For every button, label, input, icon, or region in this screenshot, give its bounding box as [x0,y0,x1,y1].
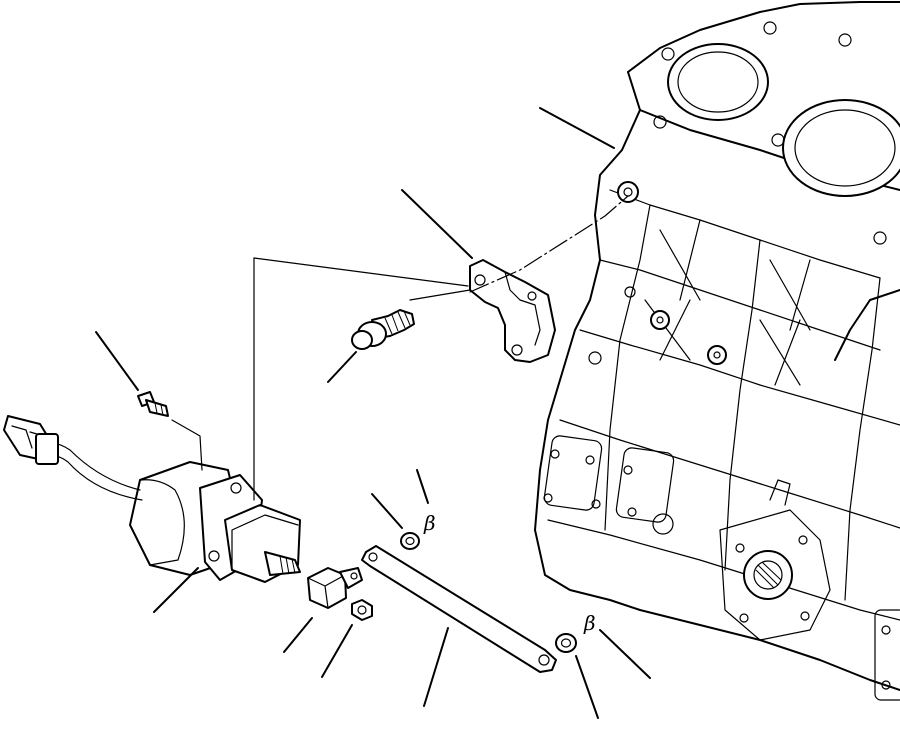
solenoid-screw [137,391,169,417]
mounting-boss-top [617,181,639,203]
nut [351,599,373,621]
washer-lower [555,633,577,653]
link-joint [307,567,363,609]
beta-annotation-2: β [583,611,596,635]
stop-solenoid [3,415,301,583]
cylinder-bore-1 [667,43,769,121]
engine-block [534,1,900,701]
bracket-bolt [351,309,415,350]
beta-annotation-1: β [423,511,436,535]
connecting-lever [361,545,557,673]
cylinder-bore-2 [782,99,900,197]
solenoid-bracket [469,259,556,363]
washer-upper [400,532,420,550]
leader-lines [95,107,651,719]
